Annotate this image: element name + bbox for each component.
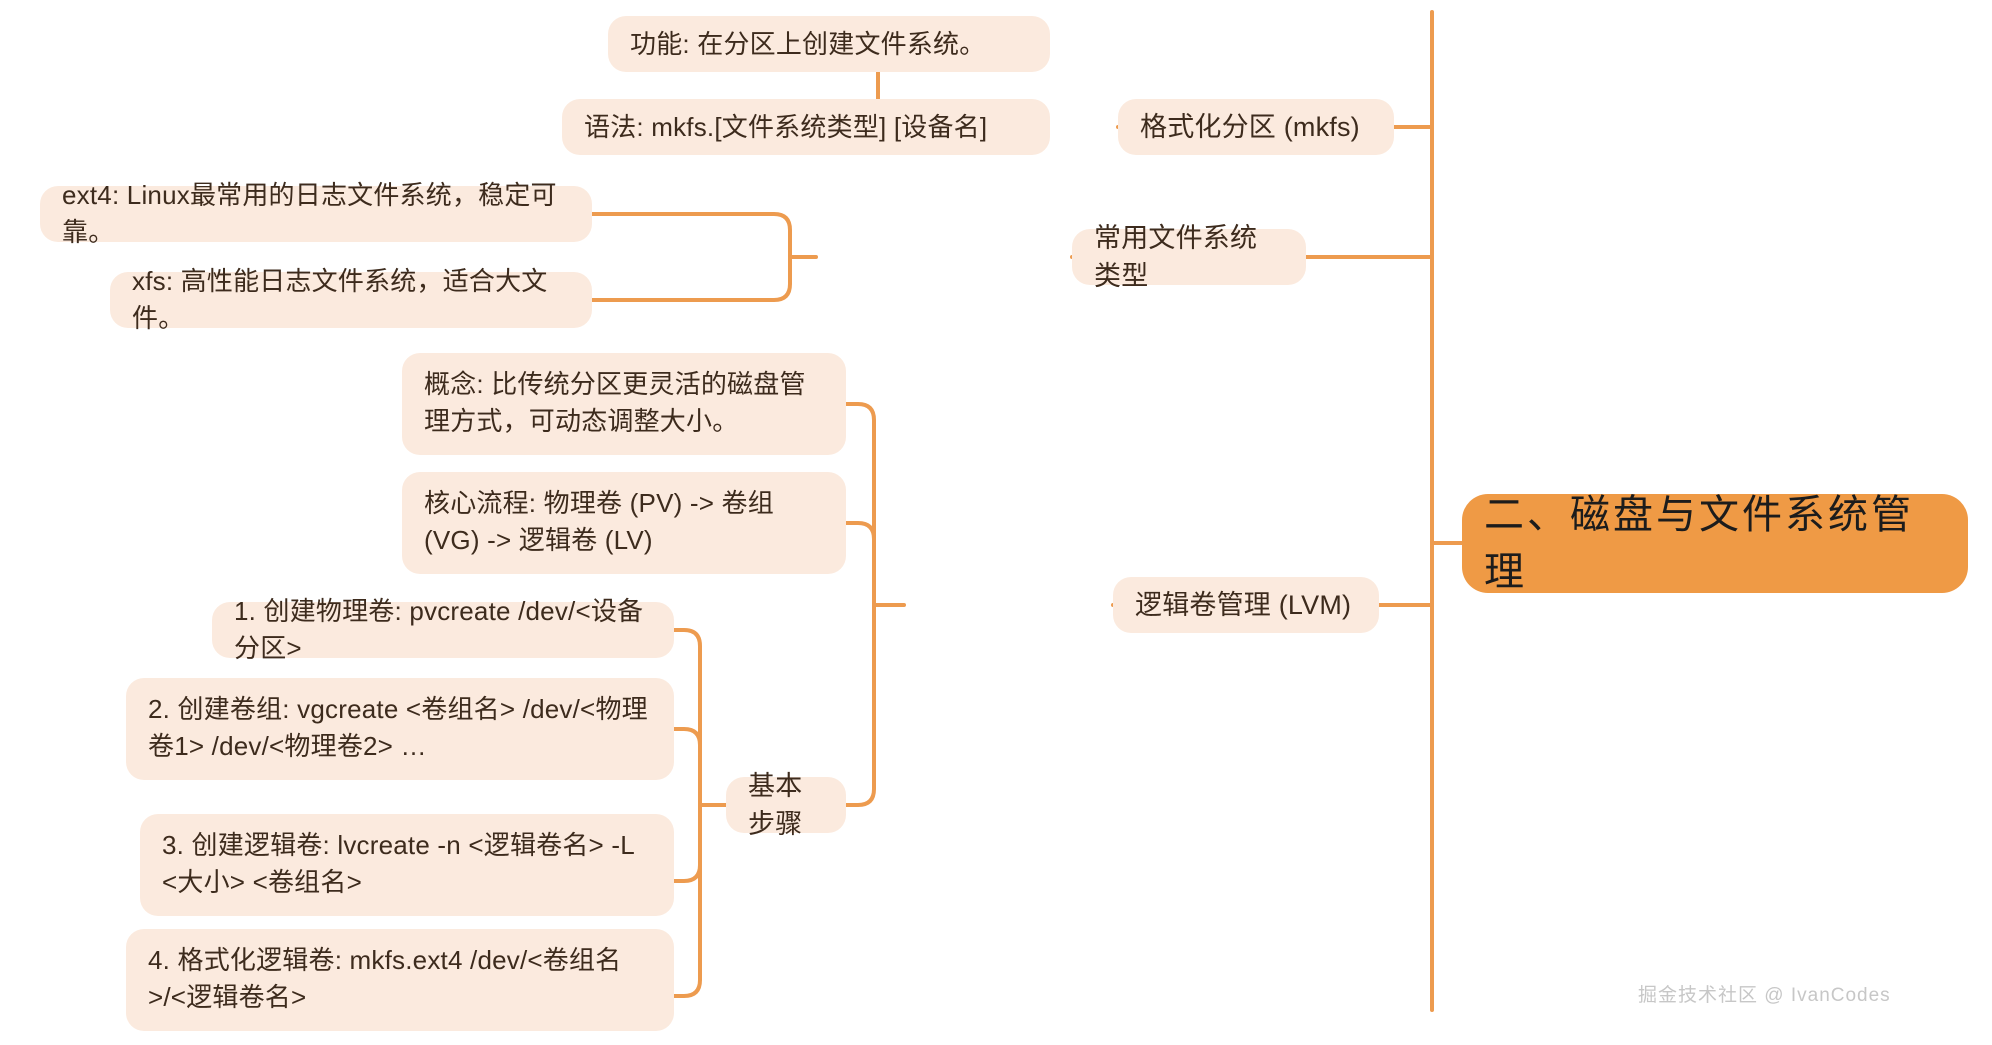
branch-node-lvm-label: 逻辑卷管理 (LVM) <box>1135 589 1352 620</box>
leaf-node-step-4-label: 4. 格式化逻辑卷: mkfs.ext4 /dev/<卷组名>/<逻辑卷名> <box>148 945 622 1012</box>
curve-step-2 <box>672 727 702 807</box>
watermark: 掘金技术社区 @ IvanCodes <box>1638 985 1891 1006</box>
curve-lvm-child-3 <box>844 603 876 807</box>
curve-fs-child-2 <box>584 255 792 302</box>
leaf-node-lvm-concept-label: 概念: 比传统分区更灵活的磁盘管理方式，可动态调整大小。 <box>424 369 806 436</box>
leaf-node-step-2-label: 2. 创建卷组: vgcreate <卷组名> /dev/<物理卷1> /dev… <box>148 694 648 761</box>
branch-node-basic-steps-label: 基本步骤 <box>748 770 803 839</box>
curve-step-1 <box>672 628 702 807</box>
branch-node-mkfs[interactable]: 格式化分区 (mkfs) <box>1118 99 1394 155</box>
curve-step-3 <box>672 803 702 883</box>
curve-fs-child-1 <box>590 212 792 259</box>
branch-node-lvm[interactable]: 逻辑卷管理 (LVM) <box>1113 577 1379 633</box>
leaf-node-ext4[interactable]: ext4: Linux最常用的日志文件系统，稳定可靠。 <box>40 180 592 247</box>
curve-lvm-child-1 <box>844 402 876 607</box>
root-node-label: 二、磁盘与文件系统管理 <box>1484 492 1914 594</box>
branch-node-mkfs-label: 格式化分区 (mkfs) <box>1140 111 1360 142</box>
leaf-node-mkfs-function[interactable]: 功能: 在分区上创建文件系统。 <box>608 16 1050 72</box>
curve-lvm-child-2 <box>844 521 876 607</box>
leaf-node-lvm-concept[interactable]: 概念: 比传统分区更灵活的磁盘管理方式，可动态调整大小。 <box>402 353 846 455</box>
leaf-node-xfs[interactable]: xfs: 高性能日志文件系统，适合大文件。 <box>110 266 592 333</box>
leaf-node-step-1[interactable]: 1. 创建物理卷: pvcreate /dev/<设备分区> <box>212 596 674 663</box>
leaf-node-lvm-core-flow-label: 核心流程: 物理卷 (PV) -> 卷组 (VG) -> 逻辑卷 (LV) <box>424 488 782 555</box>
leaf-node-step-3-label: 3. 创建逻辑卷: lvcreate -n <逻辑卷名> -L <大小> <卷组… <box>162 830 642 897</box>
leaf-node-lvm-core-flow[interactable]: 核心流程: 物理卷 (PV) -> 卷组 (VG) -> 逻辑卷 (LV) <box>402 472 846 574</box>
leaf-node-xfs-label: xfs: 高性能日志文件系统，适合大文件。 <box>132 266 548 333</box>
root-node[interactable]: 二、磁盘与文件系统管理 <box>1462 493 1968 594</box>
leaf-node-step-2[interactable]: 2. 创建卷组: vgcreate <卷组名> /dev/<物理卷1> /dev… <box>126 678 674 780</box>
leaf-node-mkfs-syntax[interactable]: 语法: mkfs.[文件系统类型] [设备名] <box>562 99 1050 155</box>
leaf-node-mkfs-function-label: 功能: 在分区上创建文件系统。 <box>630 28 986 59</box>
leaf-node-step-3[interactable]: 3. 创建逻辑卷: lvcreate -n <逻辑卷名> -L <大小> <卷组… <box>140 814 674 916</box>
leaf-node-step-4[interactable]: 4. 格式化逻辑卷: mkfs.ext4 /dev/<卷组名>/<逻辑卷名> <box>126 929 674 1031</box>
leaf-node-step-1-label: 1. 创建物理卷: pvcreate /dev/<设备分区> <box>234 596 644 663</box>
branch-node-basic-steps[interactable]: 基本步骤 <box>726 771 846 839</box>
branch-node-filesystem-types[interactable]: 常用文件系统类型 <box>1072 223 1306 291</box>
branch-node-filesystem-types-label: 常用文件系统类型 <box>1094 222 1258 291</box>
curve-step-4 <box>672 803 702 998</box>
leaf-node-mkfs-syntax-label: 语法: mkfs.[文件系统类型] [设备名] <box>584 111 988 142</box>
leaf-node-ext4-label: ext4: Linux最常用的日志文件系统，稳定可靠。 <box>62 180 557 247</box>
